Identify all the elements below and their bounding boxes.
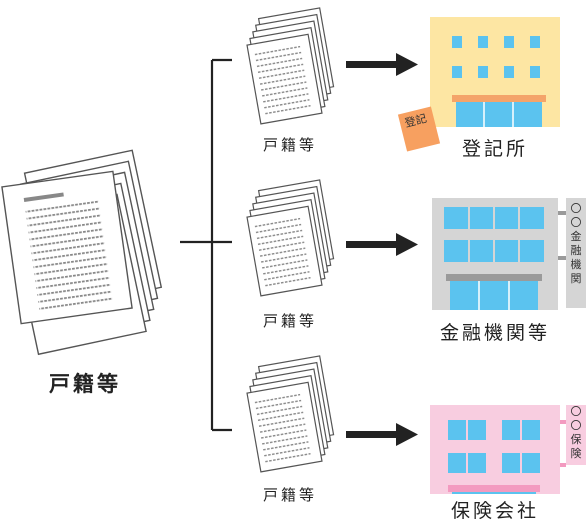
arrow-right-icon xyxy=(346,233,418,256)
registry-stamp xyxy=(397,106,441,152)
bank-side-tag: 〇〇金融機関 xyxy=(570,202,582,285)
arrow-right-icon xyxy=(346,53,418,76)
source-documents-label: 戸籍等 xyxy=(49,372,121,396)
document-stack-icon xyxy=(246,7,335,125)
bracket-connector xyxy=(180,58,232,432)
branch-2-documents-label: 戸籍等 xyxy=(262,312,317,330)
document-stack-icon xyxy=(246,179,335,297)
branch-1-documents-label: 戸籍等 xyxy=(262,136,317,154)
financial-institution-label: 金融機関等 xyxy=(439,322,550,344)
document-stack-icon xyxy=(246,355,335,473)
registry-office-label: 登記所 xyxy=(461,138,528,160)
insurance-company-building-icon xyxy=(430,405,586,494)
branch-3-documents-label: 戸籍等 xyxy=(262,486,317,504)
document-stack-icon xyxy=(1,149,163,356)
bank-building-icon xyxy=(432,198,586,310)
insurance-side-tag: 〇〇保険 xyxy=(570,405,582,460)
insurance-company-label: 保険会社 xyxy=(450,500,539,522)
arrow-right-icon xyxy=(346,423,418,446)
registry-office-building-icon xyxy=(430,17,560,127)
